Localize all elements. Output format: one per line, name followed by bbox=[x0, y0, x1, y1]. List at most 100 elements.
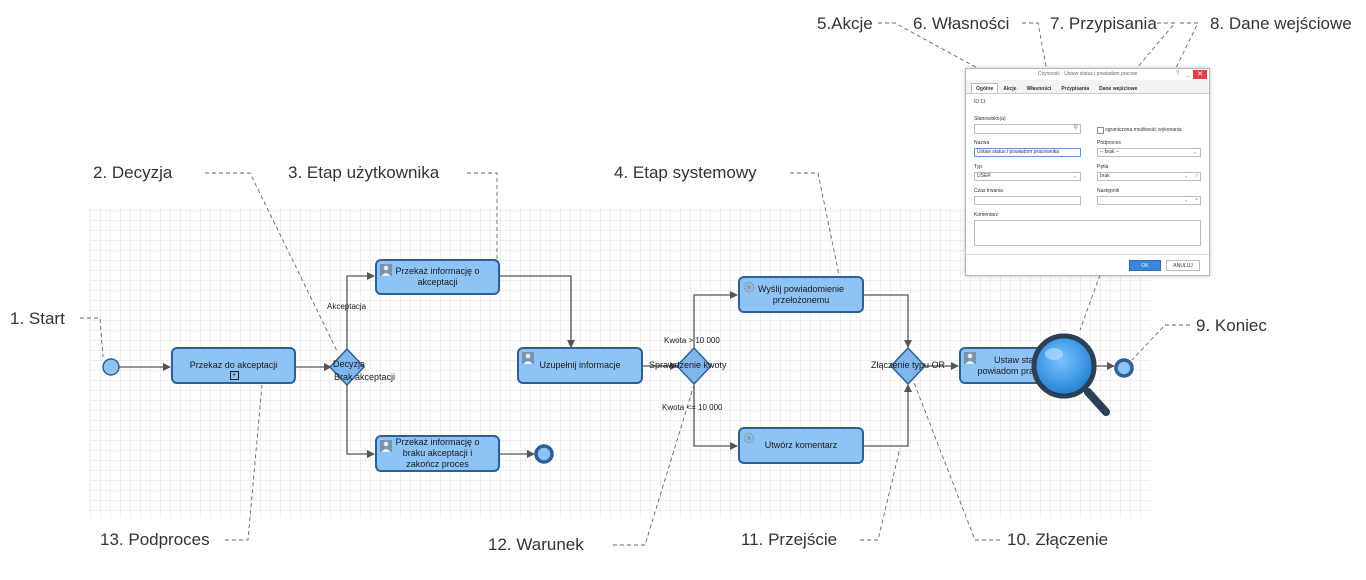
chevron-down-icon: ⌄ bbox=[1192, 149, 1197, 155]
typ-value: USER bbox=[977, 173, 991, 179]
tab-wlasnosci[interactable]: Własności bbox=[1026, 86, 1052, 92]
task-wyslij-powiadomienie[interactable]: Wyślij powiadomienie przełożonemu bbox=[738, 276, 864, 313]
stanowisko-label: Stanowisko(a) bbox=[974, 116, 1006, 122]
petla-label: Pętla bbox=[1097, 164, 1109, 170]
tab-przypisania[interactable]: Przypisania bbox=[1061, 86, 1090, 92]
stanowisko-field[interactable]: ⚲ bbox=[974, 124, 1081, 134]
flow-decision-reject[interactable] bbox=[346, 384, 375, 458]
task-label: Ustaw status i powiadom pracownika bbox=[977, 354, 1067, 376]
leader-podproces bbox=[225, 384, 263, 541]
typ-select[interactable]: USER ⌄ bbox=[974, 172, 1081, 181]
id-label: ID:11 bbox=[974, 99, 986, 105]
komentarz-textarea[interactable] bbox=[974, 220, 1201, 246]
flow-decision-accept[interactable] bbox=[346, 272, 375, 350]
end-event-reject[interactable] bbox=[534, 444, 554, 464]
task-label: Przekaz do akceptacji bbox=[189, 360, 278, 370]
dialog-tabs: Ogólne Akcje Własności Przypisania Dane … bbox=[971, 83, 1142, 93]
magnifier-overlay-icon bbox=[1031, 333, 1110, 416]
ograniczona-label: ograniczona możliwość wykonania bbox=[1105, 127, 1182, 133]
leader-etap-systemowy bbox=[790, 172, 840, 276]
tab-akcje[interactable]: Akcje bbox=[1003, 86, 1017, 92]
gateway-label-decyzja: Decyzja bbox=[333, 359, 366, 369]
podproces-label: Podproces bbox=[1097, 140, 1121, 146]
task-label: Uzupełnij informacje bbox=[539, 360, 621, 370]
task-przekaz-info-braku[interactable]: Przekaż informację o braku akceptacji i … bbox=[375, 435, 500, 472]
gateway-label-sprawdzenie: Sprawdzenie kwoty bbox=[649, 360, 727, 370]
minimize-icon[interactable]: _ bbox=[1186, 71, 1190, 77]
start-event[interactable] bbox=[102, 358, 120, 376]
leader-zlaczenie bbox=[912, 379, 1000, 541]
gear-icon bbox=[743, 432, 755, 444]
leader-akcje bbox=[878, 22, 1015, 89]
flow-accept-to-uzupelnij[interactable] bbox=[500, 275, 575, 348]
callout-start: 1. Start bbox=[10, 309, 65, 328]
gateway-sprawdzenie[interactable] bbox=[675, 346, 713, 386]
end-event[interactable] bbox=[1114, 358, 1134, 378]
add-icon[interactable]: + bbox=[1195, 197, 1198, 203]
task-label: Przekaż informację o braku akceptacji i … bbox=[395, 437, 480, 469]
callout-leaders bbox=[80, 22, 1199, 546]
leader-etap-uzytkownika bbox=[467, 172, 498, 260]
flow-wyslij-to-join[interactable] bbox=[864, 294, 912, 348]
callout-warunek: 12. Warunek bbox=[488, 535, 584, 554]
leader-warunek bbox=[613, 384, 695, 546]
task-uzupelnij-informacje[interactable]: Uzupełnij informacje bbox=[517, 347, 643, 384]
subprocess-marker-icon[interactable]: + bbox=[229, 371, 239, 380]
callout-dane-wejsciowe: 8. Dane wejściowe bbox=[1210, 14, 1352, 33]
nazwa-field[interactable]: Ustaw status i powiadom pracownika bbox=[974, 148, 1081, 157]
callout-akcje: 5.Akcje bbox=[817, 14, 873, 33]
czas-field[interactable] bbox=[974, 196, 1081, 205]
gateway-zlaczenie[interactable] bbox=[889, 346, 927, 386]
task-properties-dialog: Czynność - Ustaw status i powiadom praco… bbox=[965, 68, 1210, 276]
podproces-select[interactable]: -- brak -- ⌄ bbox=[1097, 148, 1201, 157]
dialog-titlebar[interactable]: Czynność - Ustaw status i powiadom praco… bbox=[966, 69, 1209, 80]
nastepnik-select[interactable]: ⌄ + bbox=[1097, 196, 1201, 205]
gateway-label-brak-akceptacji: Brak akceptacji bbox=[334, 372, 396, 382]
task-przekaz-do-akceptacji[interactable]: Przekaz do akceptacji + bbox=[171, 347, 296, 384]
leader-przypisania bbox=[1119, 22, 1176, 89]
gateway-label-zlaczenie: Złączenie typu OR bbox=[871, 360, 946, 370]
flow-utworz-to-join[interactable] bbox=[864, 384, 912, 447]
petla-value: brak bbox=[1100, 173, 1110, 179]
task-label: Przekaż informację o akceptacji bbox=[395, 266, 480, 287]
callout-podproces: 13. Podproces bbox=[100, 530, 210, 549]
nazwa-label: Nazwa bbox=[974, 140, 990, 146]
chevron-down-icon: ⌄ bbox=[1183, 197, 1188, 203]
flow-check-high[interactable] bbox=[693, 291, 738, 349]
callout-przypisania: 7. Przypisania bbox=[1050, 14, 1157, 33]
edge-label-kwota-le: Kwota <= 10 000 bbox=[662, 403, 723, 412]
nastepnik-label: Następnik bbox=[1097, 188, 1120, 194]
task-przekaz-info-akceptacji[interactable]: Przekaż informację o akceptacji bbox=[375, 259, 500, 295]
chevron-down-icon: ⌄ bbox=[1183, 173, 1188, 179]
petla-select[interactable]: brak ⌄ □ bbox=[1097, 172, 1201, 181]
czas-label: Czas trwania bbox=[974, 188, 1003, 194]
callout-etap-systemowy: 4. Etap systemowy bbox=[614, 163, 757, 182]
flow-check-low[interactable] bbox=[693, 383, 738, 450]
user-icon bbox=[380, 264, 392, 276]
callout-koniec: 9. Koniec bbox=[1196, 316, 1267, 335]
callout-etap-uzytkownika: 3. Etap użytkownika bbox=[288, 163, 440, 182]
callout-zlaczenie: 10. Złączenie bbox=[1007, 530, 1109, 549]
chevron-down-icon: ⌄ bbox=[1072, 173, 1077, 179]
callout-przejscie: 11. Przejście bbox=[741, 530, 838, 549]
user-icon bbox=[380, 440, 392, 452]
leader-decyzja bbox=[205, 172, 338, 352]
tab-dane-wejsciowe[interactable]: Dane wejściowe bbox=[1099, 86, 1138, 92]
dialog-title: Czynność - Ustaw status i powiadom praco… bbox=[1037, 71, 1138, 77]
user-icon bbox=[522, 352, 534, 364]
ograniczona-checkbox[interactable] bbox=[1097, 127, 1104, 134]
ok-button[interactable]: OK bbox=[1129, 260, 1161, 271]
tab-ogolne[interactable]: Ogólne bbox=[971, 83, 999, 93]
cancel-button[interactable]: ANULUJ bbox=[1166, 260, 1200, 271]
loop-settings-icon[interactable]: □ bbox=[1194, 173, 1198, 179]
leader-przejscie bbox=[860, 447, 901, 541]
help-icon[interactable]: ? bbox=[1175, 71, 1179, 77]
gateway-decyzja[interactable] bbox=[328, 347, 366, 387]
task-utworz-komentarz[interactable]: Utwórz komentarz bbox=[738, 427, 864, 464]
leader-dane bbox=[1169, 22, 1199, 81]
typ-label: Typ bbox=[974, 164, 983, 170]
komentarz-label: Komentarz bbox=[974, 212, 999, 218]
close-icon[interactable]: ✕ bbox=[1193, 70, 1207, 79]
dialog-body: ID:11 Stanowisko(a) ⚲ ograniczona możliw… bbox=[966, 93, 1209, 275]
search-icon[interactable]: ⚲ bbox=[1073, 125, 1078, 131]
